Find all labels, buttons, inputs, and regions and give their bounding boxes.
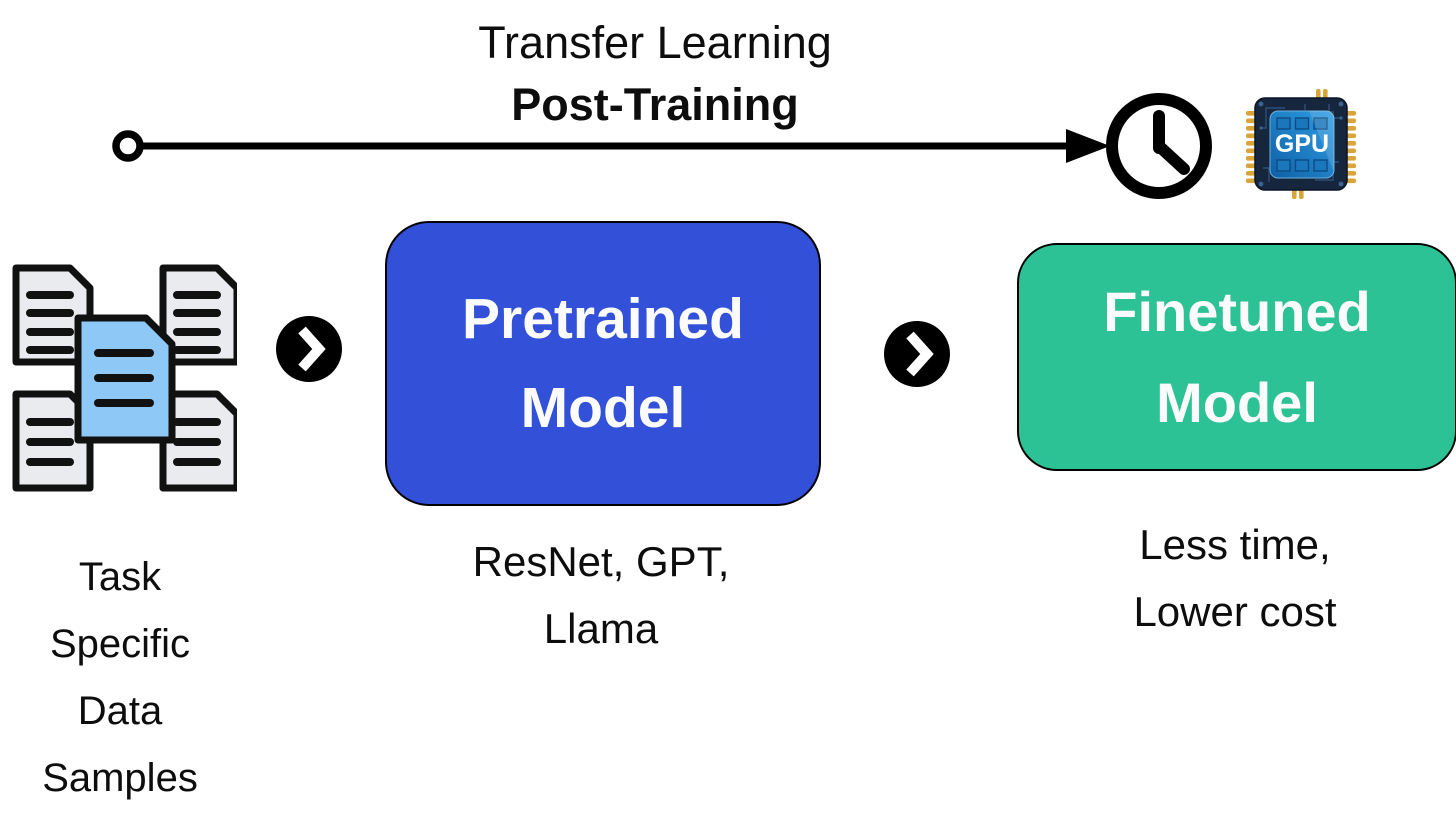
pretrained-model-box: Pretrained Model	[385, 221, 821, 506]
documents-cluster-icon	[12, 264, 237, 492]
caption-line: Samples	[42, 756, 198, 800]
data-samples-caption: Task Specific Data Samples	[0, 544, 240, 812]
caption-line: Lower cost	[1133, 588, 1337, 635]
gpu-core-pads	[1276, 117, 1328, 172]
finetuned-model-label-line2: Model	[1156, 371, 1318, 434]
gpu-chip-icon: GPU	[1246, 89, 1356, 199]
caption-line: Llama	[543, 605, 659, 652]
arrow-head-icon	[1066, 129, 1110, 163]
pretrained-model-label-line1: Pretrained	[462, 286, 744, 351]
clock-icon	[1106, 93, 1212, 199]
title-transfer-learning: Transfer Learning	[478, 17, 832, 68]
caption-line: ResNet, GPT,	[472, 538, 730, 585]
pretrained-examples-caption: ResNet, GPT, Llama	[385, 528, 817, 662]
caption-line: Data	[77, 689, 163, 733]
finetuned-benefits-caption: Less time, Lower cost	[1017, 511, 1453, 645]
gpu-label: GPU	[1275, 130, 1329, 158]
chevron-right-circle-icon	[884, 321, 950, 387]
timeline-start-dot-icon	[112, 130, 144, 162]
gpu-circuit-dots	[1258, 101, 1344, 187]
caption-line: Less time,	[1139, 521, 1331, 568]
diagram-title: Transfer Learning Post-Training	[155, 12, 1155, 136]
finetuned-model-label-line1: Finetuned	[1103, 280, 1371, 343]
caption-line: Specific	[49, 622, 191, 666]
caption-line: Task	[78, 555, 162, 599]
chevron-right-circle-icon	[276, 316, 342, 382]
timeline-arrow-icon	[112, 129, 1110, 163]
document-text-lines	[26, 291, 221, 466]
title-post-training: Post-Training	[511, 79, 799, 130]
finetuned-model-box: Finetuned Model	[1017, 243, 1456, 471]
pretrained-model-label-line2: Model	[520, 375, 686, 440]
